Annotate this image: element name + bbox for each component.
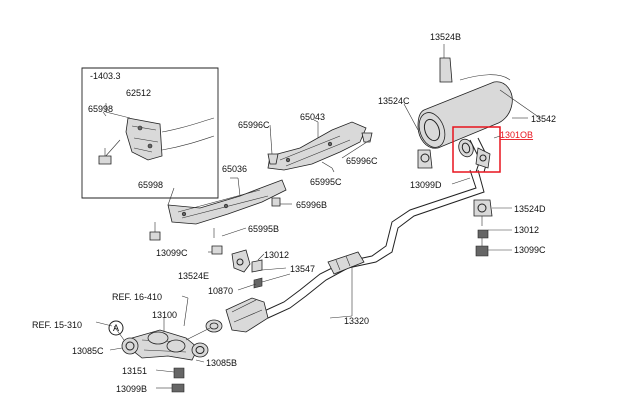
label-13524E: 13524E (178, 271, 209, 281)
front-pipe-13100 (131, 297, 211, 393)
heat-shield-65036 (167, 177, 287, 225)
label-65995C: 65995C (310, 177, 342, 187)
label-13524D: 13524D (514, 204, 546, 214)
gasket-1301OB (452, 126, 501, 173)
gaskets-front (113, 325, 209, 358)
highlight-box (452, 126, 501, 173)
inset-box: -1403.3 (81, 67, 219, 199)
hangers-mid (211, 245, 291, 289)
label-13085C: 13085C (72, 346, 104, 356)
circle-a-marker (108, 320, 124, 336)
label-ref-15-310: REF. 15-310 (32, 320, 82, 330)
part-labels: 13524B 13524C 13542 1301OB 13099D 13524D… (32, 32, 556, 394)
label-65036: 65036 (222, 164, 247, 174)
label-65996C-a: 65996C (238, 120, 270, 130)
muffler-13542 (417, 74, 541, 173)
label-13524B: 13524B (430, 32, 461, 42)
label-13012-right: 13012 (514, 225, 539, 235)
leader-lines (95, 44, 528, 389)
inset-ref-label: -1403.3 (90, 71, 121, 81)
label-65998-inset: 65998 (88, 104, 113, 114)
label-13099D: 13099D (410, 180, 442, 190)
label-65996C-b: 65996C (346, 156, 378, 166)
label-circle-a: A (113, 323, 119, 333)
label-13151: 13151 (122, 366, 147, 376)
label-13099C-left: 13099C (156, 248, 188, 258)
label-1301OB: 1301OB (500, 130, 533, 140)
catalytic-converter (205, 297, 269, 333)
label-65043: 65043 (300, 112, 325, 122)
label-62512: 62512 (126, 88, 151, 98)
label-13099B: 13099B (116, 384, 147, 394)
label-13524C: 13524C (378, 96, 410, 106)
hangers-right (417, 48, 493, 257)
label-10870: 10870 (208, 286, 233, 296)
label-65996B: 65996B (296, 200, 327, 210)
label-13320: 13320 (344, 316, 369, 326)
label-65998: 65998 (138, 180, 163, 190)
label-13012-left: 13012 (264, 250, 289, 260)
label-13100: 13100 (152, 310, 177, 320)
label-ref-16-410: REF. 16-410 (112, 292, 162, 302)
label-65995B: 65995B (248, 224, 279, 234)
label-13085B: 13085B (206, 358, 237, 368)
fasteners-upper (149, 132, 373, 241)
exhaust-pipe-13320 (261, 169, 485, 319)
label-13099C-right: 13099C (514, 245, 546, 255)
heat-shield-65043 (267, 121, 367, 171)
label-13542: 13542 (531, 114, 556, 124)
label-13547: 13547 (290, 264, 315, 274)
